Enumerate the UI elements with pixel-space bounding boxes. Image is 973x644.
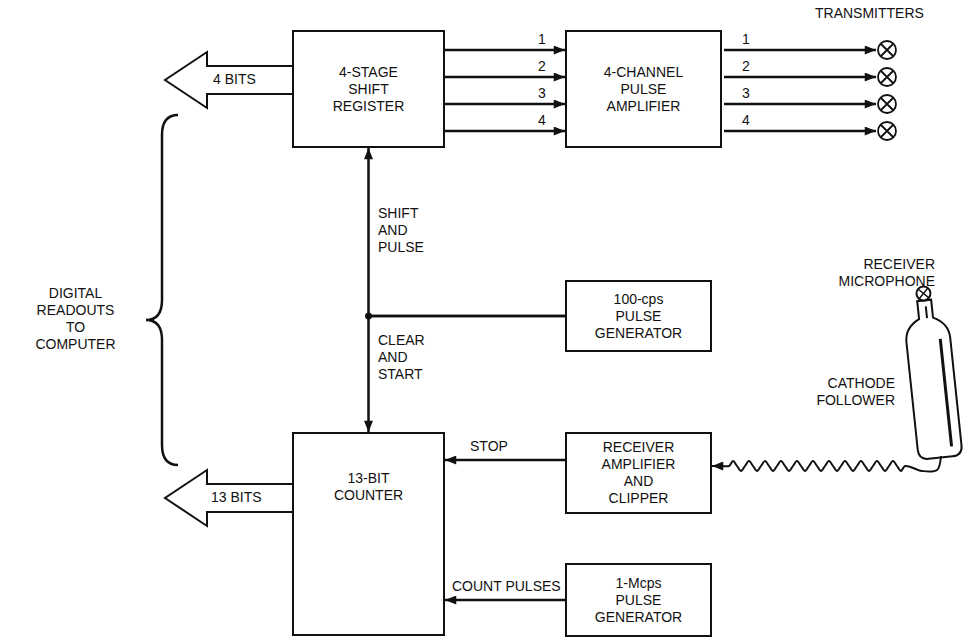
transmitter-symbol [878,68,896,86]
transmitter-symbols [878,41,896,140]
signal-connector [445,103,565,106]
output-wire [724,49,876,52]
transmitter-symbol [878,122,896,140]
transmitter-symbol [878,95,896,113]
output-bus-arrow [165,52,292,108]
signal-label: STOP [470,438,508,455]
box-label: 4-CHANNEL PULSE AMPLIFIER [599,64,689,115]
process-box: 4-CHANNEL PULSE AMPLIFIER [565,30,722,148]
cable-wave [712,456,941,472]
microphone-cable [712,456,941,472]
line-number: 4 [742,112,750,129]
destination-label: DIGITAL READOUTS TO COMPUTER [28,285,123,353]
box-label: 13-BIT COUNTER [324,470,414,504]
output-wire [724,130,876,133]
signal-connector [445,599,565,602]
box-label: 4-STAGE SHIFT REGISTER [323,64,415,115]
transmitter-outputs [724,50,876,131]
receiver-microphone [901,284,963,460]
bus-width-label: 4 BITS [213,71,256,88]
signal-label: COUNT PULSES [452,578,561,595]
process-box: RECEIVER AMPLIFIER AND CLIPPER [565,432,712,514]
box-label: 100-cps PULSE GENERATOR [593,291,685,342]
signal-label: CLEAR AND START [378,332,440,383]
signal-label: 4 [538,112,546,129]
output-bus-arrow [165,470,292,526]
signal-label: 1 [538,31,546,48]
line-number: 3 [742,85,750,102]
signal-label: SHIFT AND PULSE [378,205,440,256]
line-number: 1 [742,31,750,48]
process-box: 4-STAGE SHIFT REGISTER [292,30,445,148]
signal-connector [445,130,565,133]
signal-connector [369,316,566,432]
component-label: CATHODE FOLLOWER [790,375,895,409]
signal-label: 2 [538,58,546,75]
signal-connector [445,49,565,52]
component-label: RECEIVER MICROPHONE [800,256,935,290]
line-number: 2 [742,58,750,75]
process-box: 1-Mcps PULSE GENERATOR [565,563,712,637]
box-label: RECEIVER AMPLIFIER AND CLIPPER [598,439,680,507]
process-box: 13-BIT COUNTER [292,432,445,636]
junction-dot [365,313,372,320]
box-label: 1-Mcps PULSE GENERATOR [593,575,685,626]
signal-connector [445,459,565,462]
process-box: 100-cps PULSE GENERATOR [565,280,712,352]
grouping-brace [146,115,178,465]
signal-connector [445,76,565,79]
output-wire [724,103,876,106]
bus-width-label: 13 BITS [211,489,262,506]
signal-connector [369,148,566,316]
output-wire [724,76,876,79]
heading-label: TRANSMITTERS [815,5,924,22]
transmitter-symbol [878,41,896,59]
signal-label: 3 [538,85,546,102]
